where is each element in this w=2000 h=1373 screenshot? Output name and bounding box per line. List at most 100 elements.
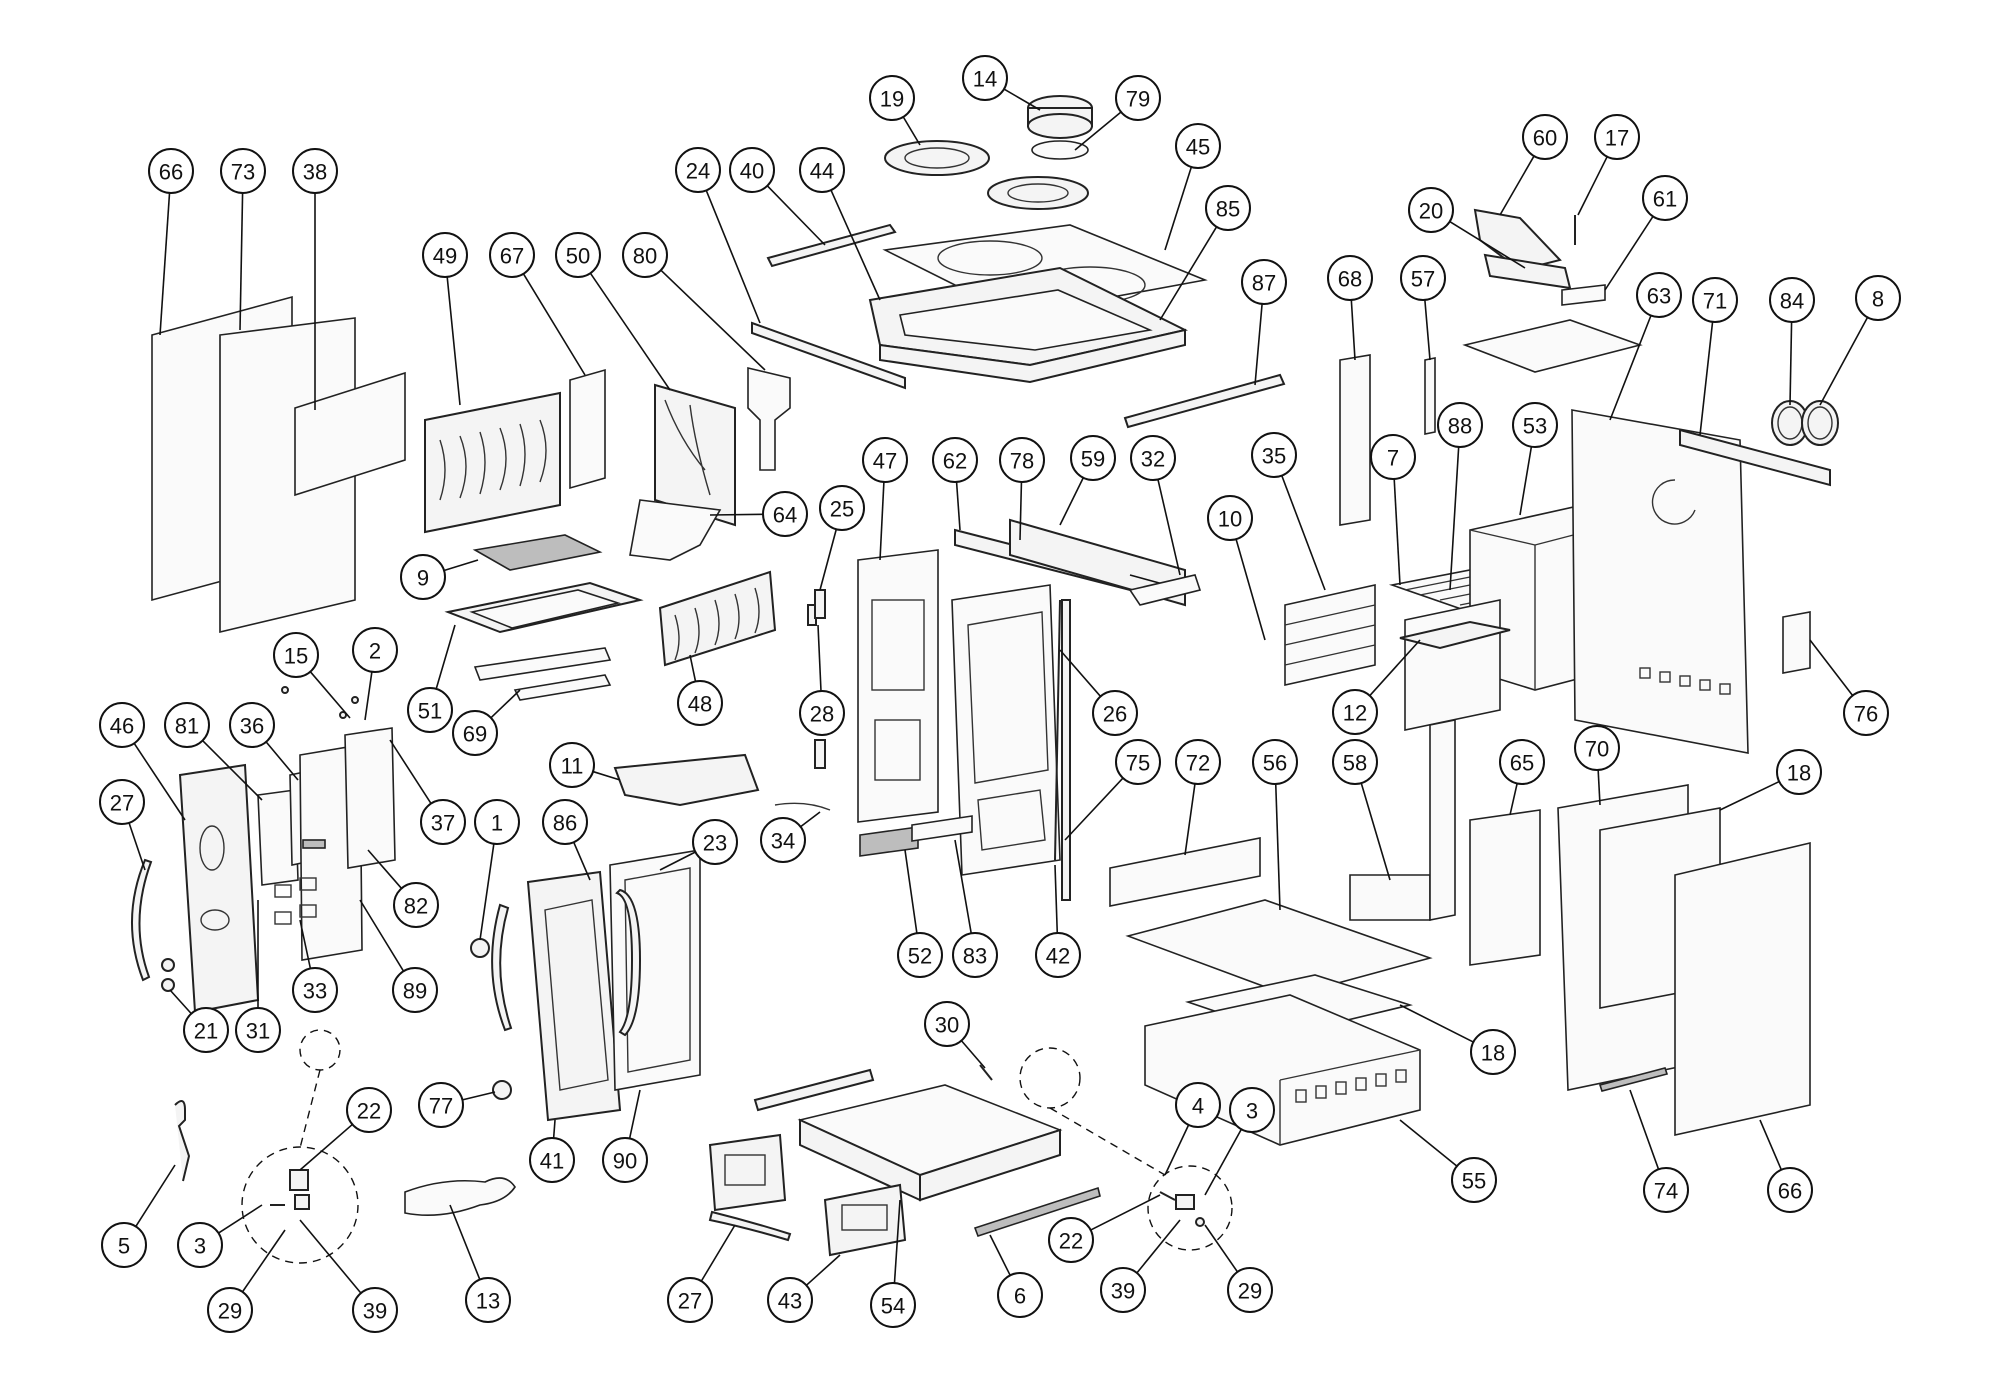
callout-c-28: 28 [799,690,845,736]
callout-c-83: 83 [952,932,998,978]
callout-c-30: 30 [924,1001,970,1047]
callout-c-15: 15 [273,632,319,678]
callout-c-72: 72 [1175,739,1221,785]
callout-c-6: 6 [997,1272,1043,1318]
callout-label: 26 [1103,702,1127,727]
callout-circle [292,148,338,194]
callout-circle [1229,1087,1275,1133]
callout-c-39a: 39 [352,1287,398,1333]
rear-panel-63 [1571,409,1749,754]
callout-c-41: 41 [529,1137,575,1183]
callout-label: 10 [1218,507,1242,532]
callout-label: 77 [429,1094,453,1119]
callout-c-56: 56 [1252,739,1298,785]
leader-c-76 [1809,639,1854,697]
callout-circle [529,1137,575,1183]
callout-circle [392,967,438,1013]
callout-circle [207,1287,253,1333]
callout-label: 30 [935,1013,959,1038]
callout-circle [1241,259,1287,305]
callout-label: 48 [688,692,712,717]
callout-c-26: 26 [1092,690,1138,736]
leader-c-60 [1499,155,1535,216]
door-frame-26 [951,584,1061,876]
callout-circle [952,932,998,978]
callout-circle [675,147,721,193]
latch-25 [814,589,826,619]
callout-c-48: 48 [677,680,723,726]
oven-door-41 [526,870,622,1122]
callout-circle [924,1001,970,1047]
callout-c-5: 5 [101,1222,147,1268]
callout-circle [489,232,535,278]
leader-c-36 [265,741,299,781]
tray-below-61 [1462,319,1643,373]
bracket-20 [1483,253,1572,290]
callout-c-82: 82 [393,882,439,928]
leader-c-45 [1164,166,1193,251]
callout-c-50: 50 [555,232,601,278]
callout-c-66b: 66 [1767,1167,1813,1213]
callout-c-13: 13 [465,1277,511,1323]
callout-circle [667,1277,713,1323]
callout-label: 80 [633,244,657,269]
callout-label: 63 [1647,284,1671,309]
leader-c-68 [1350,299,1356,361]
callout-label: 46 [110,714,134,739]
bar-40 [766,223,897,268]
callout-circle [1512,402,1558,448]
callout-c-7: 7 [1370,434,1416,480]
leader-c-86 [572,841,591,881]
callout-c-10: 10 [1207,495,1253,541]
callout-circle [1070,435,1116,481]
callout-label: 7 [1387,446,1399,471]
leader-c-19 [902,116,921,146]
callout-circle [1470,1029,1516,1075]
leader-c-81 [201,739,263,801]
callout-circle [422,232,468,278]
drawer-front-43 [823,1183,907,1257]
callout-circle [99,702,145,748]
leader-c-9 [443,559,479,572]
leader-c-39b [1136,1219,1181,1274]
firebox-liner-67 [569,368,606,490]
callout-circle [1115,75,1161,121]
callout-label: 24 [686,159,710,184]
callout-circle [799,690,845,736]
callout-c-46: 46 [99,702,145,748]
callout-c-45: 45 [1175,123,1221,169]
callout-c-25: 25 [819,485,865,531]
knob-77 [492,1080,512,1100]
panel-72 [1109,837,1261,907]
callout-circle [602,1137,648,1183]
hinge-22a [289,1169,309,1191]
leader-c-82 [367,849,403,889]
callout-circle [400,554,446,600]
callout-label: 90 [613,1149,637,1174]
plate-76 [1782,611,1811,674]
knob-1 [470,938,490,958]
callout-label: 53 [1523,414,1547,439]
callout-circle [474,799,520,845]
leader-c-28 [817,624,822,692]
callout-circle [1252,739,1298,785]
callout-c-84: 84 [1769,277,1815,323]
callout-circle [622,232,668,278]
callout-label: 5 [118,1234,130,1259]
callout-circle [101,1222,147,1268]
callout-circle [549,742,595,788]
callout-label: 65 [1510,751,1534,776]
bracket-64 [629,499,722,561]
leader-c-48 [689,654,697,682]
callout-circle [229,702,275,748]
leader-c-10 [1235,538,1266,641]
rear-strip-71 [1679,428,1831,487]
callout-c-1: 1 [474,799,520,845]
callout-c-88: 88 [1437,402,1483,448]
insulation-panel-38 [294,371,406,497]
callout-label: 11 [561,754,584,779]
callout-circle [164,702,210,748]
callout-label: 58 [1343,751,1367,776]
leader-c-90 [628,1089,641,1139]
callout-circle [677,680,723,726]
